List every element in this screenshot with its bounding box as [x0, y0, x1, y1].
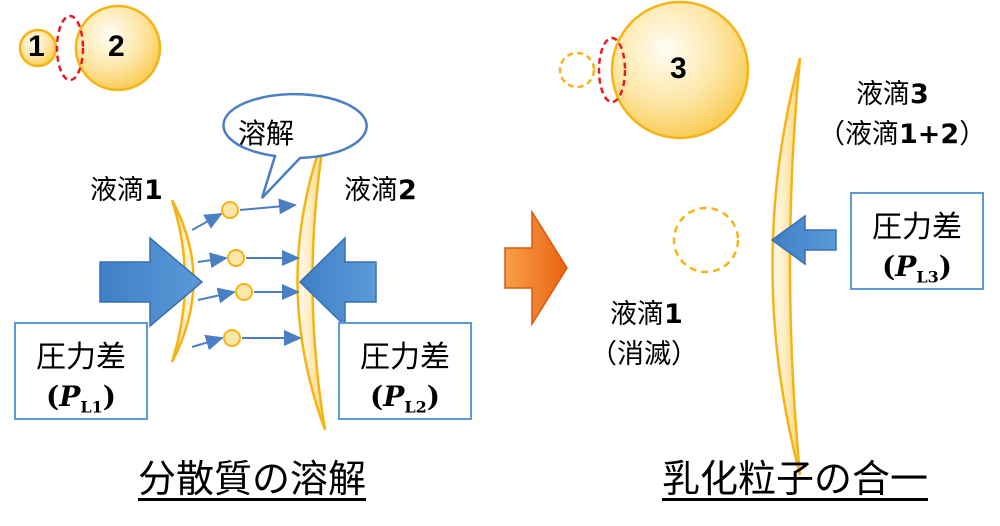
vanished-droplet-1: [672, 206, 740, 274]
drop1-label: 液滴1: [90, 175, 163, 206]
droplet-1-interface: [170, 199, 195, 363]
vanished-drop-label: 液滴1: [610, 299, 683, 330]
droplet-2-large: [74, 4, 162, 92]
contact-dashed-ellipse-left: [55, 14, 85, 82]
drop2-label: 液滴2: [344, 175, 417, 206]
bubble-text: 溶解: [238, 117, 295, 150]
transition-arrow: [504, 209, 568, 327]
vanished-drop-state: （消滅）: [590, 339, 698, 370]
title-coalescence: 乳化粒子の合一: [662, 457, 929, 501]
ghost-droplet-top: [558, 51, 596, 89]
molecule-dots: [221, 201, 253, 347]
droplet-2-number: 2: [108, 30, 125, 63]
pressure-box-l3: 圧力差 (PL3): [850, 192, 984, 290]
pressure-box-l1: 圧力差 (PL1): [14, 322, 148, 420]
pressure-arrow-left: [99, 236, 204, 328]
droplet-3-large: [610, 0, 750, 140]
pressure-arrow-p3: [770, 214, 837, 266]
title-dissolution: 分散質の溶解: [138, 457, 367, 501]
contact-dashed-ellipse-right: [597, 36, 627, 104]
speech-bubble: [222, 92, 368, 199]
droplet-3-number: 3: [670, 52, 687, 85]
pressure-box-l2: 圧力差 (PL2): [338, 322, 472, 420]
drop3-composition: （液滴1+2）: [818, 119, 987, 150]
drop3-label: 液滴3: [856, 79, 929, 110]
molecule-flow: [191, 198, 302, 351]
pressure-arrow-right: [298, 236, 377, 328]
droplet-3-interface: [771, 57, 802, 476]
droplet-1-number: 1: [28, 30, 45, 63]
